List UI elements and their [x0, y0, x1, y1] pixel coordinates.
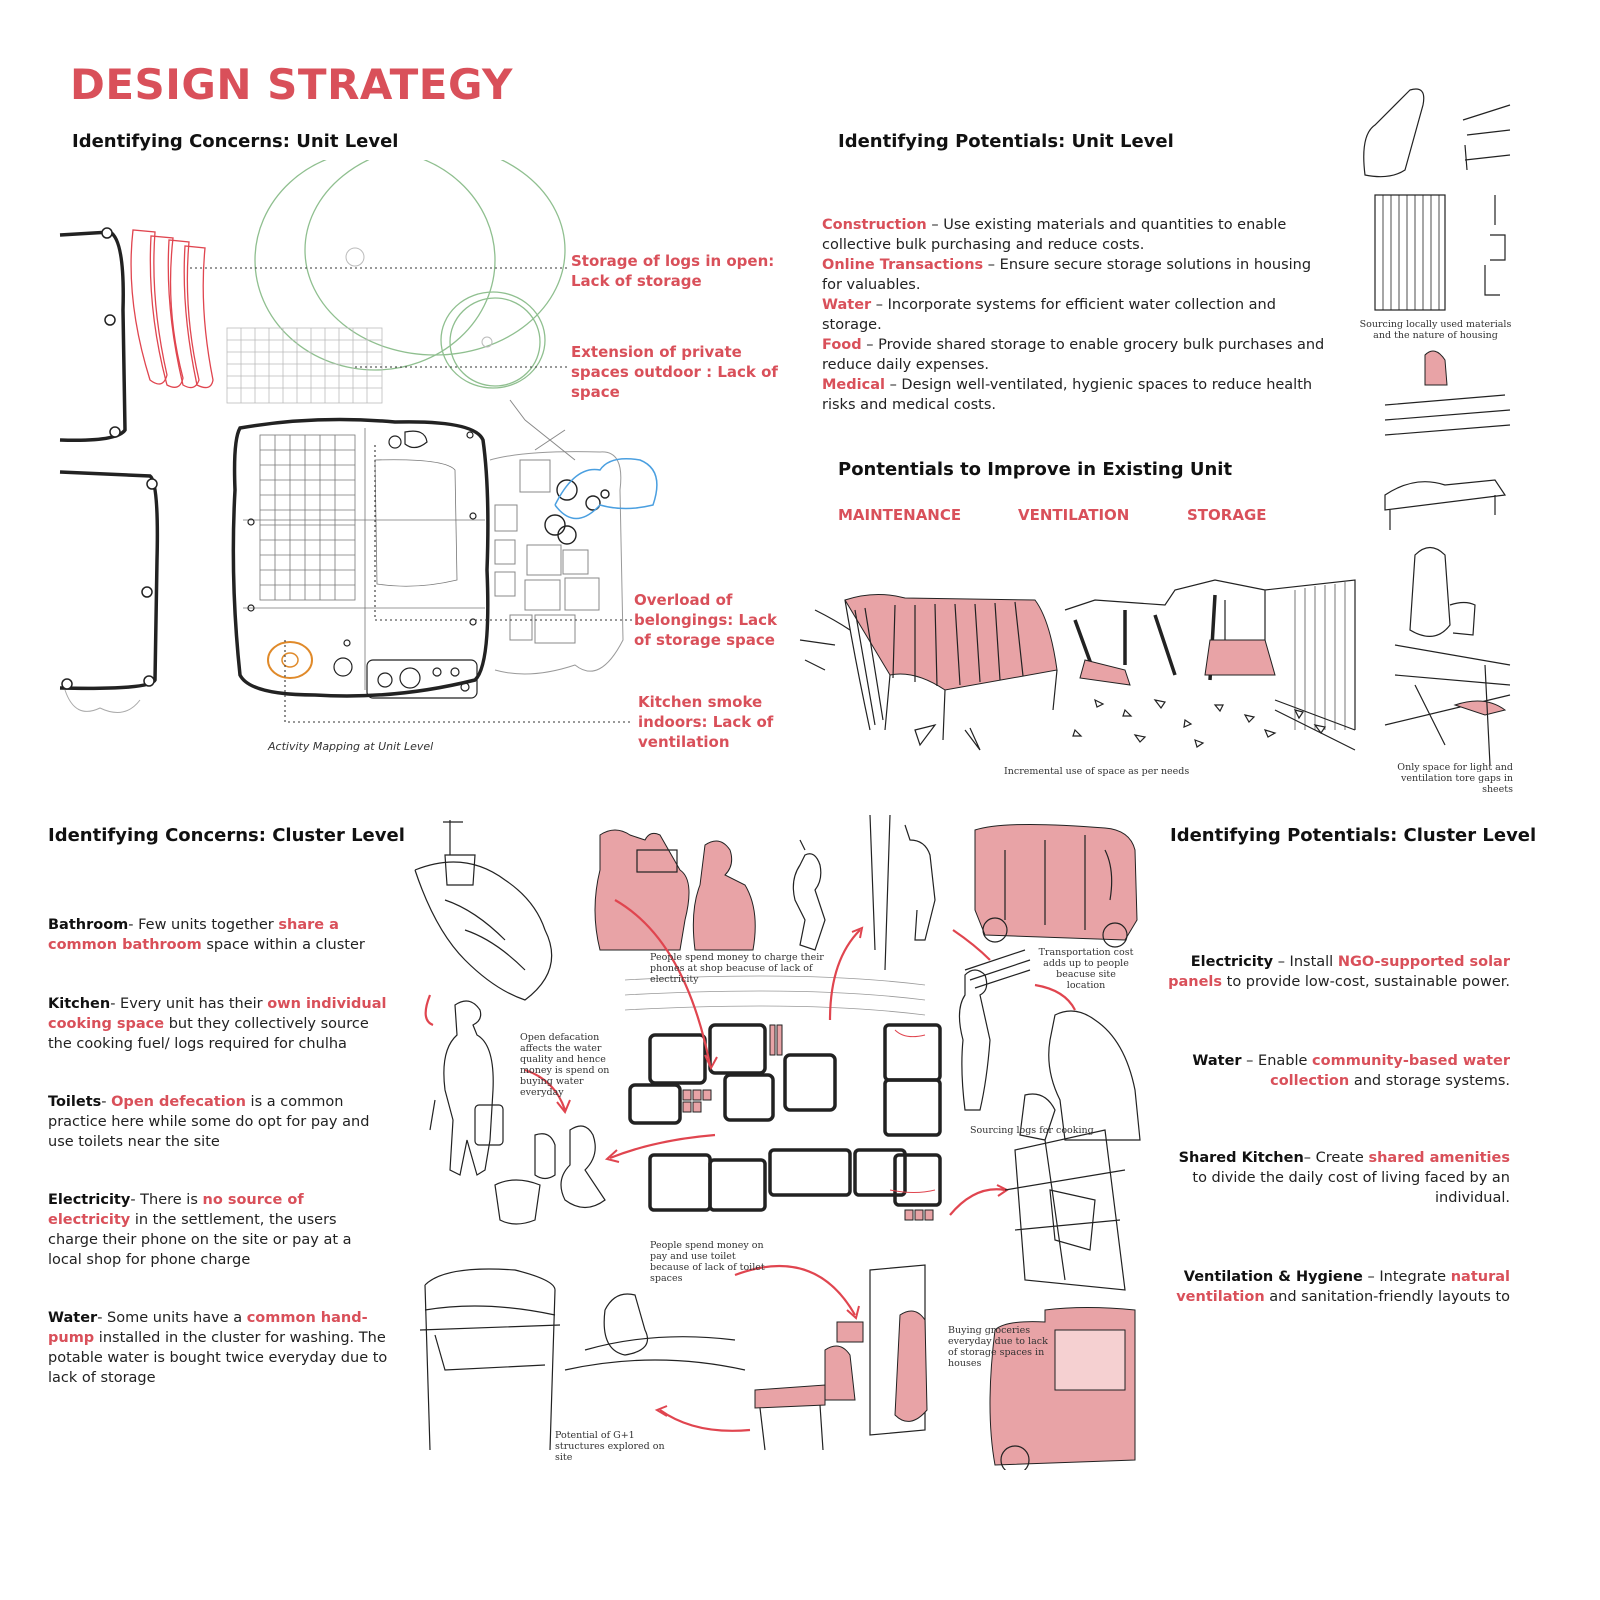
potential-food: Food – Provide shared storage to enable … [822, 337, 1325, 373]
cluster-potential-shared-kitchen: Shared Kitchen– Create shared amenities … [1178, 1150, 1510, 1206]
caption-sourcing-logs: Sourcing logs for cooking [970, 1125, 1094, 1136]
caption-pay-toilet: People spend money on pay and use toilet… [650, 1240, 765, 1284]
improve-heading: Pontentials to Improve in Existing Unit [838, 459, 1233, 480]
existing-unit-sketch [799, 579, 1356, 751]
concern-kitchen: Kitchen- Every unit has their own indivi… [48, 996, 387, 1052]
tab-ventilation: VENTILATION [1018, 506, 1130, 524]
side-caption-bottom: Only space for light and ventilation tor… [1397, 762, 1513, 795]
side-material-sketches [1363, 88, 1511, 766]
concern-water: Water- Some units have a common hand-pum… [48, 1310, 388, 1386]
caption-groceries: Buying groceries everyday due to lack of… [948, 1325, 1048, 1369]
annotation-overload: Overload of belongings: Lack of storage … [634, 591, 778, 649]
concern-bathroom: Bathroom- Few units together share a com… [48, 917, 365, 953]
page-title: DESIGN STRATEGY [70, 60, 513, 109]
caption-open-defecation: Open defacation affects the water qualit… [520, 1032, 610, 1098]
annotation-logs: Storage of logs in open: Lack of storage [571, 252, 775, 290]
caption-transport: Transportation cost adds up to people be… [1038, 947, 1134, 991]
potential-online-transactions: Online Transactions – Ensure secure stor… [822, 257, 1312, 293]
potential-medical: Medical – Design well-ventilated, hygien… [822, 377, 1313, 413]
tab-storage: STORAGE [1187, 506, 1267, 524]
cluster-potential-electricity: Electricity – Install NGO-supported sola… [1168, 954, 1510, 990]
cluster-illustration [414, 814, 1141, 1470]
tab-maintenance: MAINTENANCE [838, 506, 962, 524]
side-caption-top: Sourcing locally used materials and the … [1359, 319, 1512, 341]
potential-construction: Construction – Use existing materials an… [822, 217, 1287, 253]
unit-potentials-list: Construction – Use existing materials an… [822, 215, 1332, 415]
cluster-potentials-heading: Identifying Potentials: Cluster Level [1170, 825, 1537, 846]
caption-phone-charge: People spend money to charge their phone… [650, 952, 824, 985]
annotation-extension: Extension of private spaces outdoor : La… [571, 343, 778, 401]
unit-potentials-heading: Identifying Potentials: Unit Level [838, 131, 1174, 152]
caption-g-plus-1: Potential of G+1 structures explored on … [555, 1430, 665, 1463]
cluster-concerns-heading: Identifying Concerns: Cluster Level [48, 825, 405, 846]
annotation-kitchen-smoke: Kitchen smoke indoors: Lack of ventilati… [638, 693, 774, 751]
potential-water: Water – Incorporate systems for efficien… [822, 297, 1276, 333]
cluster-potential-ventilation: Ventilation & Hygiene – Integrate natura… [1176, 1269, 1510, 1305]
concern-electricity: Electricity- There is no source of elect… [48, 1192, 352, 1268]
concern-toilets: Toilets- Open defecation is a common pra… [48, 1094, 370, 1150]
activity-mapping-caption: Activity Mapping at Unit Level [268, 740, 434, 753]
unit-concerns-heading: Identifying Concerns: Unit Level [72, 131, 399, 152]
cluster-potential-water: Water – Enable community-based water col… [1192, 1053, 1510, 1089]
incremental-caption: Incremental use of space as per needs [1004, 766, 1190, 777]
unit-plan-drawing [59, 160, 658, 723]
